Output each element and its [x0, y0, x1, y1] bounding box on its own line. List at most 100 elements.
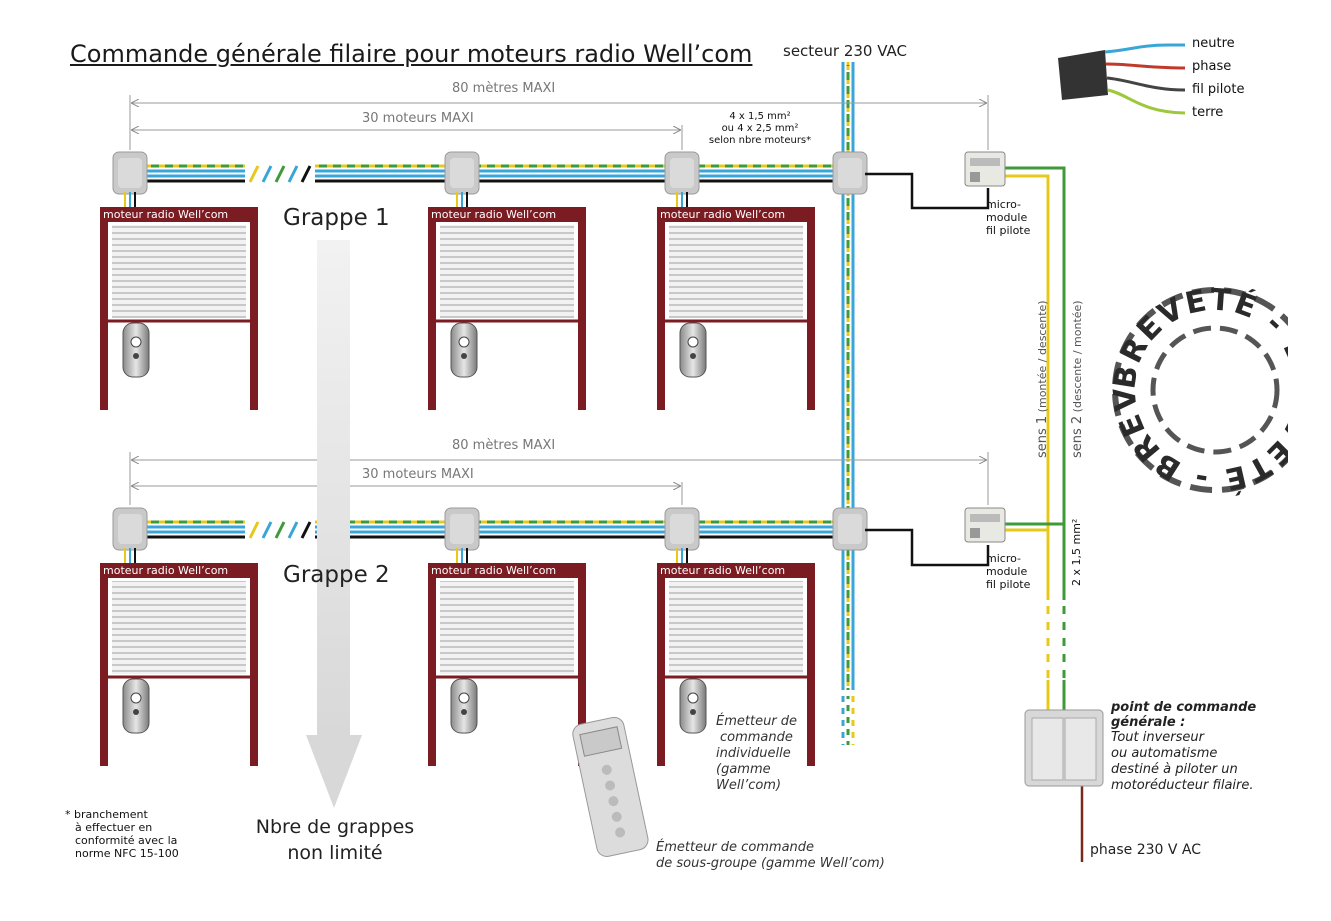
command-point-line: motoréducteur filaire.: [1111, 778, 1254, 793]
individual-emitter-line: individuelle: [716, 746, 791, 761]
roller-shutter: [100, 563, 258, 766]
command-point-line: destiné à piloter un: [1111, 762, 1238, 777]
phase-label: phase 230 V AC: [1090, 842, 1202, 858]
command-point-title: point de commande: [1111, 700, 1257, 715]
bus-dash: [287, 165, 299, 183]
individual-remote: [679, 678, 707, 734]
remote-button: [133, 709, 139, 715]
command-point-line: ou automatisme: [1111, 746, 1218, 761]
max-motors-label-2: 30 moteurs MAXI: [362, 467, 474, 482]
remote-button: [461, 353, 467, 359]
individual-emitter-note: Émetteur de commande individuelle (gamme…: [716, 714, 797, 794]
junction-box: [664, 507, 700, 551]
micro-module-label-2: micro- module fil pilote: [986, 552, 1030, 591]
big-down-arrow: [306, 240, 362, 808]
bus-row: [112, 507, 868, 564]
legend-neutre: neutre: [1192, 36, 1235, 51]
sens2-label: sens 2 (descente / montée): [1070, 300, 1085, 458]
command-switch: [1024, 709, 1104, 787]
motor-label: moteur radio Well’com: [431, 208, 557, 221]
shutter-slats: [440, 581, 574, 674]
individual-remote: [122, 322, 150, 378]
micro-module-line: fil pilote: [986, 224, 1031, 237]
shutter-post-left: [657, 578, 665, 766]
roller-shutter: [657, 563, 815, 766]
bus-dash: [261, 165, 273, 183]
junction-box-face: [118, 158, 142, 188]
bus-dash: [261, 521, 273, 539]
footnote-line: conformité avec la: [75, 834, 178, 847]
shutter-post-right: [250, 578, 258, 766]
bus-row: [112, 151, 868, 208]
junction-box: [832, 507, 868, 551]
unlimited-clusters-note: Nbre de grappes non limité: [245, 814, 425, 866]
remote-button: [690, 353, 696, 359]
shutter-header: [657, 207, 815, 222]
micro-module-line: micro-: [986, 198, 1022, 211]
junction-box-face: [118, 514, 142, 544]
micro-module-line: micro-: [986, 552, 1022, 565]
individual-emitter-line: Well’com): [716, 778, 782, 793]
subgroup-emitter-note: Émetteur de commande de sous-groupe (gam…: [656, 840, 885, 872]
footnote: * branchement à effectuer en conformité …: [65, 808, 179, 860]
shutter-post-left: [428, 222, 436, 410]
max-length-label-1: 80 mètres MAXI: [452, 81, 556, 96]
subgroup-remote: [572, 716, 649, 858]
junction-box: [444, 151, 480, 195]
sens1-detail: (montée / descente): [1036, 300, 1049, 413]
junction-box-face: [450, 514, 474, 544]
command-point-line: Tout inverseur: [1111, 730, 1204, 745]
pilot-wires: [865, 172, 990, 567]
junction-box-face: [670, 158, 694, 188]
shutter-post-right: [807, 578, 815, 766]
shutter-slats: [440, 225, 574, 318]
motor-label: moteur radio Well’com: [103, 208, 229, 221]
sens2-text: sens 2: [1070, 415, 1085, 458]
sens1-text: sens 1: [1035, 415, 1050, 458]
cable-section-note: 4 x 1,5 mm² ou 4 x 2,5 mm² selon nbre mo…: [700, 111, 820, 147]
legend-terre: terre: [1192, 105, 1224, 120]
max-motors-label-1: 30 moteurs MAXI: [362, 111, 474, 126]
shutters: [100, 207, 815, 766]
bus-dash: [248, 165, 260, 183]
cable-section-line: 4 x 1,5 mm²: [729, 111, 791, 122]
junction-box-face: [838, 158, 862, 188]
legend-phase: phase: [1192, 59, 1232, 74]
junction-box: [664, 151, 700, 195]
remote-button: [690, 709, 696, 715]
footnote-line: * branchement: [65, 808, 148, 821]
legend-fil-pilote: fil pilote: [1192, 82, 1245, 97]
shutter-slats: [669, 225, 803, 318]
junction-box-face: [670, 514, 694, 544]
remote-button: [133, 353, 139, 359]
motor-label: moteur radio Well’com: [431, 564, 557, 577]
shutter-slats: [669, 581, 803, 674]
command-point-note: point de commande générale : Tout invers…: [1111, 700, 1256, 794]
page-title: Commande générale filaire pour moteurs r…: [70, 40, 753, 68]
wire-section-vertical: 2 x 1,5 mm²: [1070, 518, 1083, 586]
individual-emitter-line: commande: [720, 730, 793, 745]
footnote-line: norme NFC 15-100: [75, 847, 179, 860]
motor-label: moteur radio Well’com: [103, 564, 229, 577]
sens-wires: [1003, 166, 1084, 862]
remote-button: [130, 336, 142, 348]
individual-remote: [122, 678, 150, 734]
stamp-edge-mask: [1288, 270, 1331, 530]
shutter-slats: [112, 581, 246, 674]
subgroup-emitter-line: de sous-groupe (gamme Well’com): [656, 856, 885, 871]
unlimited-line: non limité: [287, 842, 383, 864]
micro-module-2: [964, 507, 1006, 543]
cluster-label-2: Grappe 2: [283, 562, 390, 588]
roller-shutter: [428, 207, 586, 410]
junction-box: [444, 507, 480, 551]
shutter-post-right: [807, 222, 815, 410]
cluster-label-1: Grappe 1: [283, 205, 390, 231]
individual-emitter-line: Émetteur de: [716, 714, 798, 729]
individual-remote: [450, 322, 478, 378]
junction-box: [832, 151, 868, 195]
cable-section-line: selon nbre moteurs*: [708, 135, 812, 146]
mains-label: secteur 230 VAC: [783, 42, 908, 60]
dimension-lines-2: [129, 452, 989, 505]
shutter-header: [428, 207, 586, 222]
shutter-header: [100, 207, 258, 222]
